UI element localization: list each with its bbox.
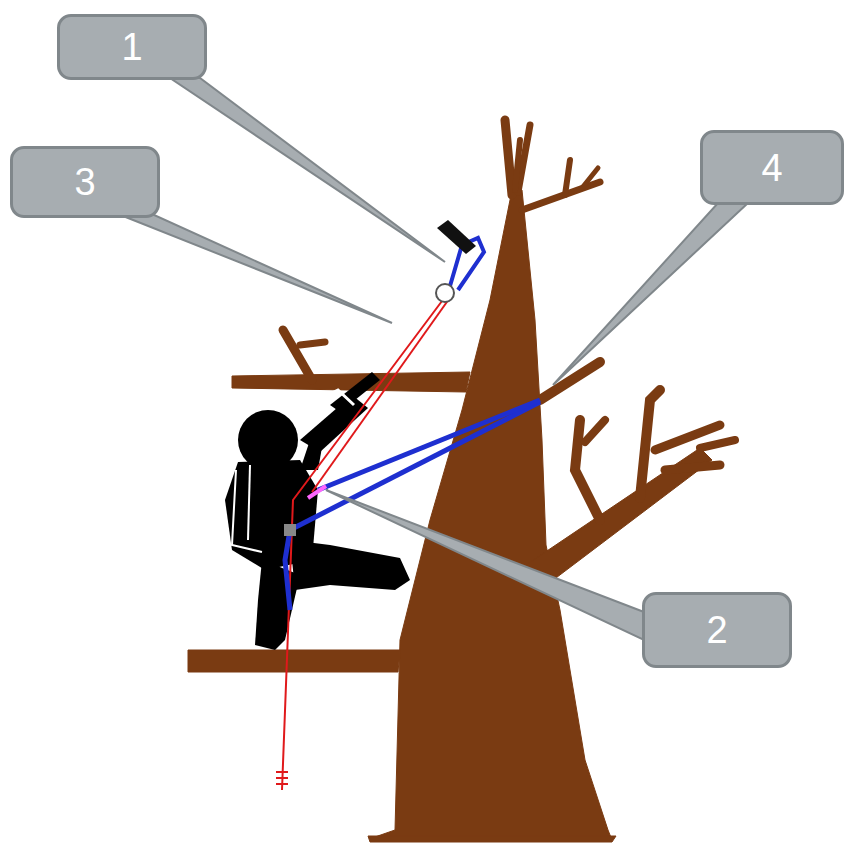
lower-branch	[188, 650, 400, 672]
callout-number: 4	[761, 149, 782, 187]
twigs	[283, 120, 735, 520]
bridge-strap	[285, 530, 290, 610]
trunk	[372, 190, 612, 840]
callout-pointer	[170, 78, 445, 262]
callout-number: 3	[74, 163, 95, 201]
clamp	[437, 220, 476, 254]
callout-box: 3	[10, 146, 160, 218]
ground	[368, 836, 616, 842]
callout-box: 2	[642, 592, 792, 668]
rope-end	[276, 772, 288, 784]
callout-number: 2	[706, 611, 727, 649]
lower-leg	[255, 560, 300, 650]
callout-box: 1	[57, 14, 207, 80]
callout-number: 1	[121, 28, 142, 66]
extended-leg	[290, 540, 410, 590]
callout-pointers	[118, 78, 748, 640]
climbing-rope	[282, 297, 445, 790]
pulley	[436, 284, 454, 302]
bridge-ring	[284, 524, 296, 536]
tree	[188, 190, 712, 842]
lanyard	[318, 400, 540, 490]
callout-box: 4	[700, 130, 844, 205]
rope-tool	[308, 486, 326, 498]
harness	[224, 390, 354, 560]
rigging	[276, 220, 540, 790]
callout-pointer	[118, 214, 392, 323]
lanyard	[290, 402, 540, 530]
callout-pointer	[553, 203, 748, 385]
callout-pointer	[326, 490, 644, 640]
